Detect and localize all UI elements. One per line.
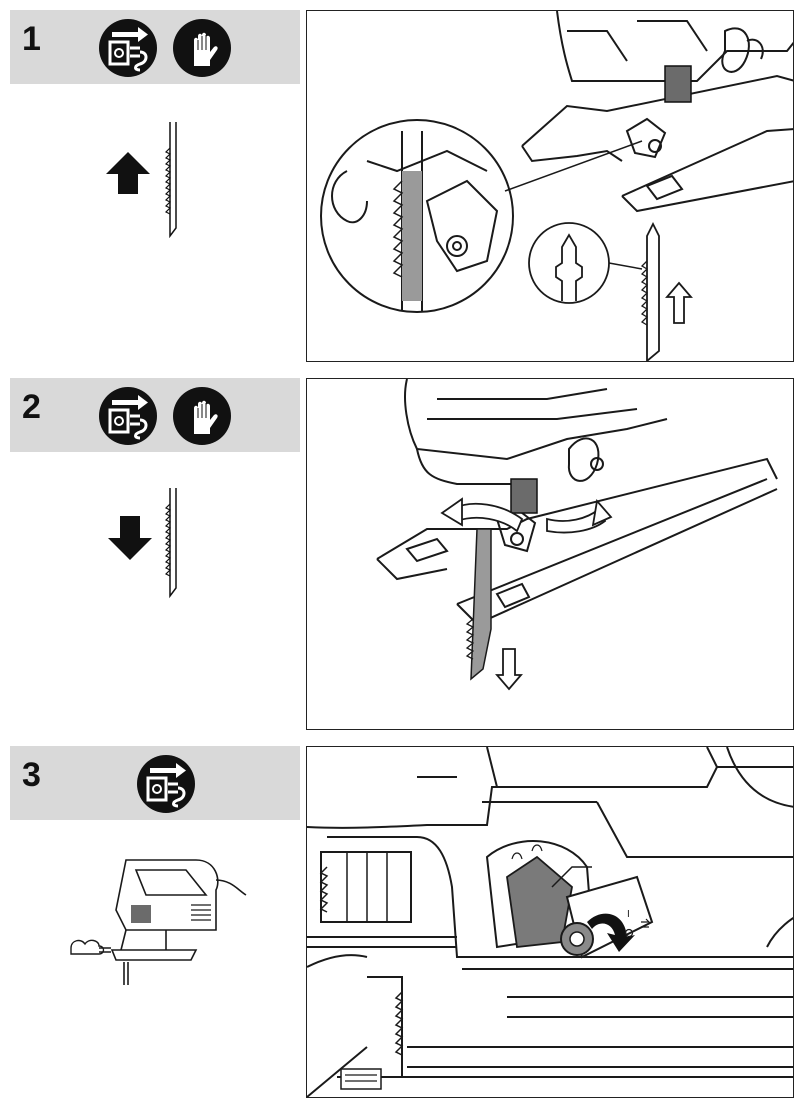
down-arrow-icon [108,516,152,560]
unplug-icon [98,386,158,446]
gloves-icon [172,18,232,78]
gloves-icon [172,386,232,446]
step-3-number: 3 [22,756,41,794]
remove-arrow-icon [495,648,523,691]
unplug-icon [98,18,158,78]
blade-release-lever [664,65,692,103]
step-3-header: 3 [10,746,300,820]
up-arrow-icon [106,152,150,194]
step-2-number: 2 [22,388,41,426]
unplug-icon [136,754,196,814]
step-3-jigsaw-thumbnail [66,850,256,990]
blade-release-lever [510,478,538,514]
step-1-header: 1 [10,10,300,84]
step-2-illustration [306,378,794,730]
dust-blower-switch [506,855,573,948]
position-mark-on: I [627,909,630,920]
step-2-header: 2 [10,378,300,452]
step-2-blade-arrow [100,484,190,604]
dust-blower-icon [70,939,105,955]
step-1-blade-arrow [100,118,190,238]
step-1-number: 1 [22,20,41,58]
step-1-illustration [306,10,794,362]
rotate-arrow-icon [587,913,635,952]
insert-arrow-icon [665,281,693,324]
step-3-illustration: I [306,746,794,1098]
